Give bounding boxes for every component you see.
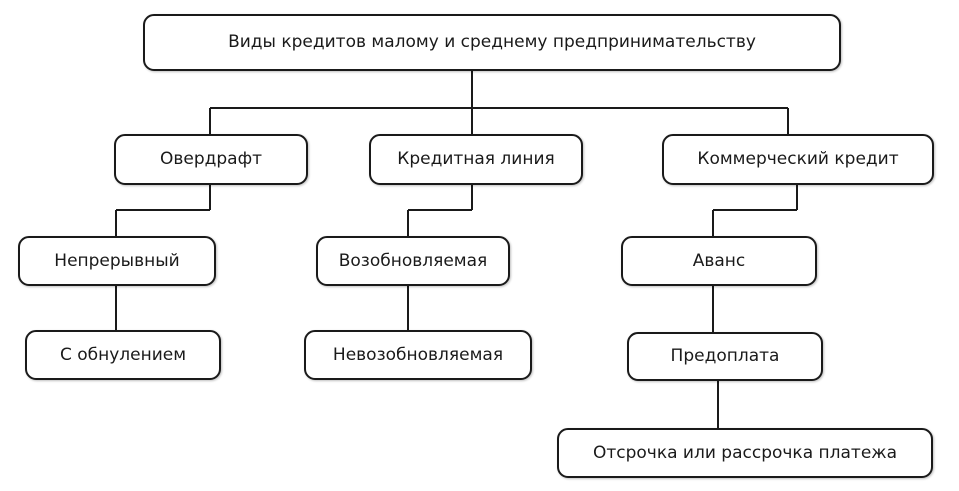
nonrenewable-line-node: Невозобновляемая bbox=[304, 330, 532, 380]
commercial-credit-label: Коммерческий кредит bbox=[697, 149, 899, 169]
nonrenewable-line-label: Невозобновляемая bbox=[332, 344, 504, 365]
continuous-overdraft-label: Непрерывный bbox=[54, 250, 180, 271]
renewable-line-node: Возобновляемая bbox=[316, 236, 510, 286]
deferral-installment-node: Отсрочка или рассрочка платежа bbox=[557, 428, 933, 478]
renewable-line-label: Возобновляемая bbox=[338, 250, 488, 271]
credit-line-node: Кредитная линия bbox=[369, 134, 583, 185]
deferral-installment-label: Отсрочка или рассрочка платежа bbox=[592, 442, 898, 463]
zeroing-overdraft-label: С обнулением bbox=[59, 344, 187, 365]
zeroing-overdraft-node: С обнулением bbox=[25, 330, 221, 380]
prepayment-node: Предоплата bbox=[627, 332, 823, 381]
root-node: Виды кредитов малому и среднему предприн… bbox=[143, 14, 841, 71]
advance-label: Аванс bbox=[692, 250, 746, 271]
advance-node: Аванс bbox=[621, 236, 817, 286]
continuous-overdraft-node: Непрерывный bbox=[18, 236, 216, 286]
prepayment-label: Предоплата bbox=[670, 346, 780, 366]
credit-line-label: Кредитная линия bbox=[397, 149, 555, 169]
commercial-credit-node: Коммерческий кредит bbox=[662, 134, 934, 185]
overdraft-node: Овердрафт bbox=[114, 134, 308, 185]
overdraft-label: Овердрафт bbox=[159, 149, 263, 169]
root-label: Виды кредитов малому и среднему предприн… bbox=[228, 32, 756, 52]
